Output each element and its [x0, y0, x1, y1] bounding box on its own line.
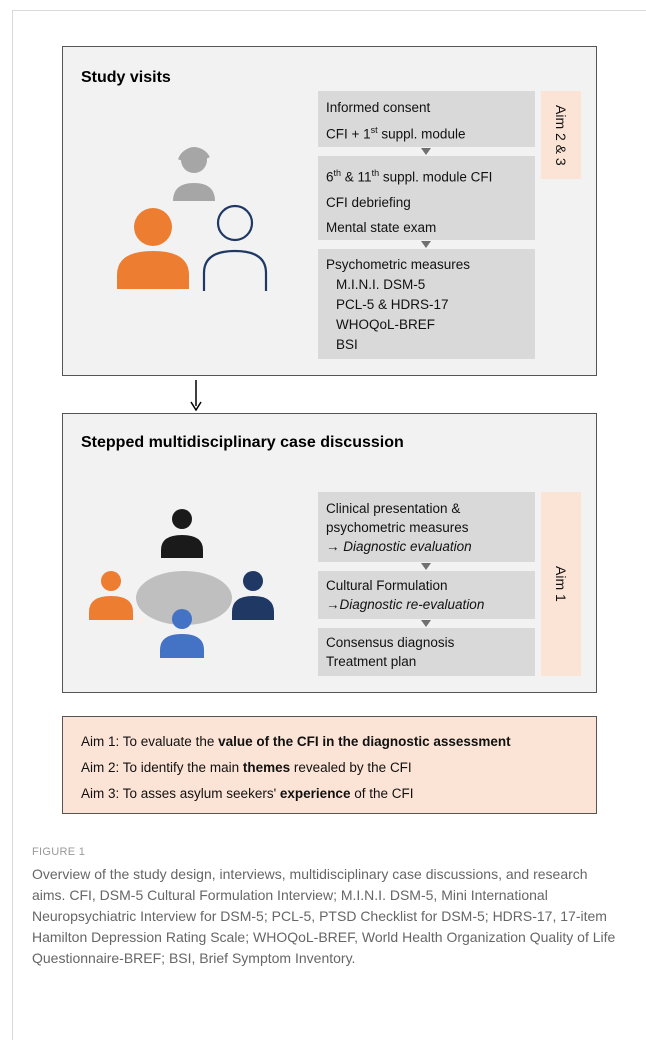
- team-discussion-illustration: [89, 509, 274, 658]
- step-line: Treatment plan: [326, 654, 417, 669]
- study-visits-panel: Study visits Informed consent CFI + 1st …: [62, 46, 597, 376]
- aim-tab-2-3: Aim 2 & 3: [541, 91, 581, 179]
- panel-connector-arrow-icon: [190, 380, 202, 412]
- measure-item: BSI: [336, 337, 358, 352]
- aim-tab-label: Aim 2 & 3: [553, 104, 569, 166]
- step-consent: Informed consent CFI + 1st suppl. module: [318, 91, 535, 147]
- study-visits-title: Study visits: [81, 69, 171, 86]
- case-discussion-title: Stepped multidisciplinary case discussio…: [81, 434, 404, 451]
- step-consensus: Consensus diagnosis Treatment plan: [318, 628, 535, 676]
- page-border-left: [12, 10, 13, 1040]
- step-line: CFI debriefing: [326, 194, 411, 210]
- measure-item: M.I.N.I. DSM-5: [336, 277, 426, 292]
- step-line: →Diagnostic re-evaluation: [326, 597, 485, 612]
- flow-arrow-icon: [421, 620, 431, 627]
- team-member-right-icon: [232, 571, 274, 620]
- step-cfi-modules: 6th & 11th suppl. module CFI CFI debrief…: [318, 156, 535, 240]
- step-line: CFI + 1st suppl. module: [326, 125, 466, 142]
- step-line: 6th & 11th suppl. module CFI: [326, 168, 493, 185]
- aim-tab-label: Aim 1: [553, 566, 569, 602]
- step-line: Clinical presentation &: [326, 501, 461, 516]
- flow-arrow-icon: [421, 241, 431, 248]
- figure-caption: Overview of the study design, interviews…: [32, 866, 616, 966]
- measure-item: PCL-5 & HDRS-17: [336, 297, 449, 312]
- team-member-left-icon: [89, 571, 133, 620]
- interpreter-headset-icon: [173, 147, 215, 201]
- step-line: → Diagnostic evaluation: [326, 539, 472, 554]
- step-line: Cultural Formulation: [326, 578, 448, 593]
- step-line: Psychometric measures: [326, 257, 471, 272]
- aim-1-text: Aim 1: To evaluate the value of the CFI …: [81, 734, 511, 749]
- aim-2-text: Aim 2: To identify the main themes revea…: [81, 760, 412, 775]
- aim-3-text: Aim 3: To asses asylum seekers' experien…: [81, 786, 414, 801]
- asylum-seeker-person-icon: [117, 208, 189, 289]
- flow-arrow-icon: [421, 563, 431, 570]
- clinician-person-outline-icon: [202, 204, 268, 291]
- discussion-table: [136, 571, 232, 625]
- step-line: Informed consent: [326, 100, 431, 115]
- step-line: Consensus diagnosis: [326, 635, 455, 650]
- aim-tab-1: Aim 1: [541, 492, 581, 676]
- flow-arrow-icon: [421, 148, 431, 155]
- team-member-top-icon: [161, 509, 203, 558]
- step-line: Mental state exam: [326, 219, 437, 235]
- step-psychometric: Psychometric measures M.I.N.I. DSM-5 PCL…: [318, 249, 535, 359]
- participants-illustration: [117, 147, 268, 291]
- page-border-top: [12, 10, 646, 11]
- figure-label: FIGURE 1: [32, 846, 86, 858]
- step-clinical-presentation: Clinical presentation & psychometric mea…: [318, 492, 535, 562]
- team-member-bottom-icon: [160, 609, 204, 658]
- case-discussion-panel: Stepped multidisciplinary case discussio…: [62, 413, 597, 693]
- step-cultural-formulation: Cultural Formulation →Diagnostic re-eval…: [318, 571, 535, 619]
- research-aims-box: Aim 1: To evaluate the value of the CFI …: [62, 716, 597, 814]
- measure-item: WHOQoL-BREF: [336, 317, 436, 332]
- step-line: psychometric measures: [326, 520, 469, 535]
